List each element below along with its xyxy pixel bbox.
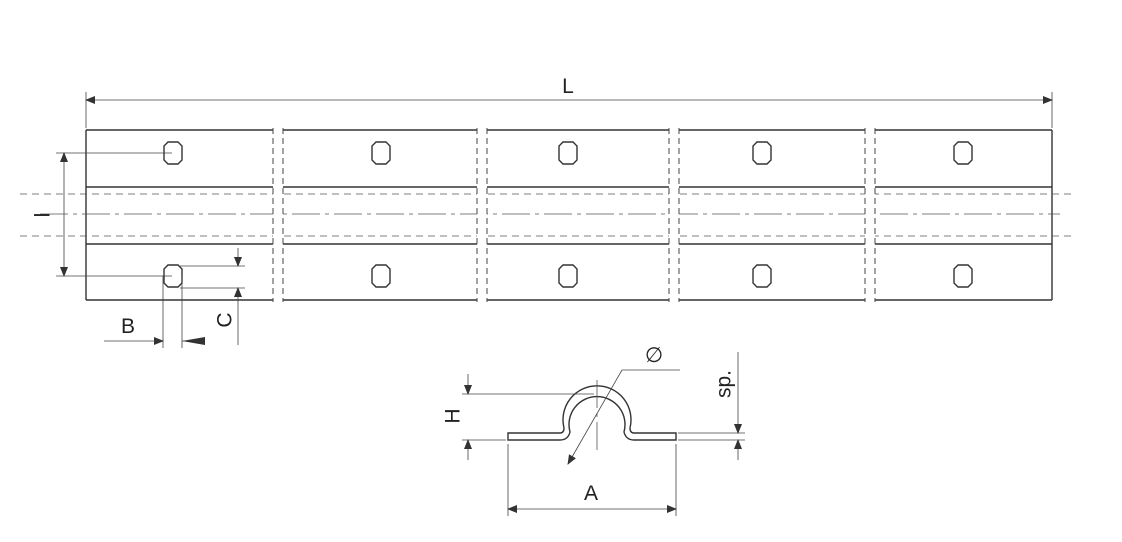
dimension-length: L <box>85 75 1053 128</box>
hole-spacing-label: C <box>214 312 237 327</box>
break-mark-1 <box>272 128 284 302</box>
length-label: L <box>562 75 574 98</box>
width-label: l <box>32 213 55 218</box>
mounting-holes <box>163 141 973 288</box>
break-mark-3 <box>668 128 680 302</box>
clamp-side-view <box>507 380 677 450</box>
slot-hole-7 <box>371 264 391 288</box>
dimension-base-width: A <box>507 444 677 516</box>
slot-hole-1 <box>163 141 183 165</box>
slot-hole-5 <box>953 141 973 165</box>
dimension-width: l <box>32 152 172 277</box>
slot-hole-4 <box>752 141 772 165</box>
dimension-hole-offset: B <box>104 276 205 348</box>
thickness-label: sp. <box>713 370 736 398</box>
height-label: H <box>442 408 465 423</box>
slot-hole-6 <box>163 264 183 288</box>
dimension-hole-spacing: C <box>180 248 245 345</box>
dimension-thickness: sp. <box>678 352 745 460</box>
slot-hole-9 <box>752 264 772 288</box>
break-mark-2 <box>476 128 488 302</box>
segment-breaks <box>272 128 876 302</box>
slot-hole-2 <box>371 141 391 165</box>
strip-top-view <box>20 129 1075 301</box>
slot-hole-8 <box>558 264 578 288</box>
break-mark-4 <box>864 128 876 302</box>
dimension-diameter: ∅ <box>567 344 680 465</box>
base-width-label: A <box>584 482 598 505</box>
hole-offset-label: B <box>121 315 135 338</box>
slot-hole-10 <box>953 264 973 288</box>
slot-hole-3 <box>558 141 578 165</box>
diameter-label: ∅ <box>645 344 663 367</box>
dimension-height: H <box>442 374 594 460</box>
